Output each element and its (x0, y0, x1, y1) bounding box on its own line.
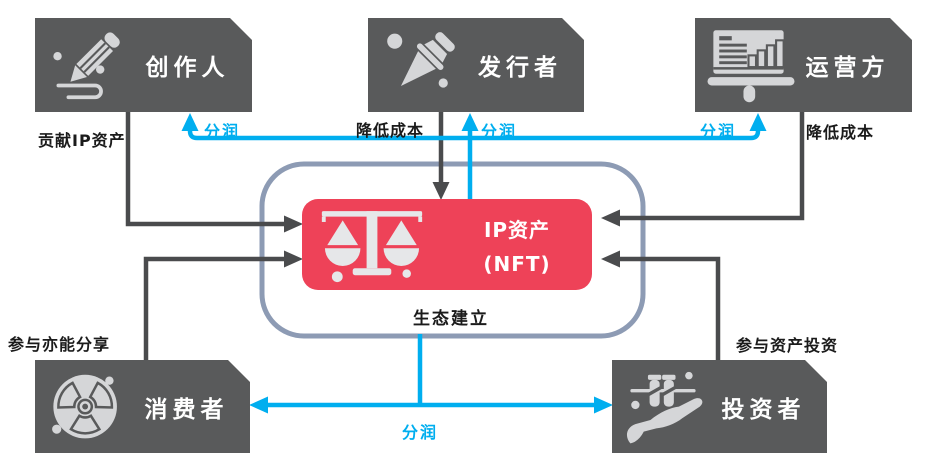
consumer-label: 消费者 (144, 396, 229, 423)
consumer-to-nft-arrowhead (284, 250, 303, 268)
investor-to-nft-line (618, 256, 721, 360)
investor-box: 投资者 (612, 360, 827, 453)
reduce-cost-operator-label: 降低成本 (806, 123, 875, 142)
ecosystem-border (259, 161, 646, 339)
operator-to-nft-line (618, 112, 805, 221)
creator-label: 创作人 (145, 55, 230, 81)
operator-box: 运营方 (695, 18, 912, 112)
creator-to-nft-arrowhead (284, 215, 303, 233)
profit-trunk-line (187, 128, 761, 141)
nft-title-line1: IP资产 (483, 217, 551, 242)
participate-share-label: 参与亦能分享 (8, 335, 111, 354)
dark-flow-lines (125, 112, 805, 360)
hand-holding-assets-icon (622, 367, 714, 447)
consumer-to-nft-line (143, 256, 286, 360)
reduce-cost-issuer-label: 降低成本 (356, 121, 425, 140)
ecosystem-caption: 生态建立 (413, 309, 489, 329)
investor-label: 投资者 (721, 396, 806, 423)
nft-asset-box: IP资产 (NFT) (302, 199, 592, 290)
share-creator-label: 分润 (204, 122, 241, 141)
share-bottom-label: 分润 (402, 423, 439, 442)
profit-creator-arrowhead (181, 113, 199, 131)
profit-bottom-line (266, 334, 594, 408)
contribute-ip-label: 贡献IP资产 (38, 131, 126, 150)
creator-box: 创作人 (35, 18, 252, 112)
profit-issuer-arrowhead (461, 113, 479, 131)
share-issuer-label: 分润 (481, 122, 518, 141)
nft-title: IP资产 (NFT) (442, 199, 592, 290)
issuer-to-nft-arrowhead (432, 182, 450, 200)
creator-to-nft-line (125, 112, 286, 227)
issuer-box: 发行者 (368, 18, 584, 112)
profit-operator-arrowhead (749, 113, 767, 131)
issuer-label: 发行者 (478, 55, 562, 81)
pushpin-icon (378, 25, 470, 105)
operator-to-nft-arrowhead (601, 209, 620, 227)
investor-to-nft-arrowhead (601, 250, 620, 268)
pencil-icon (45, 25, 137, 105)
consumer-box: 消费者 (35, 360, 250, 453)
share-operator-label: 分润 (700, 122, 737, 141)
balance-scales-icon (321, 211, 423, 283)
presentation-chart-icon (705, 25, 797, 105)
profit-investor-arrowhead (594, 396, 613, 414)
operator-label: 运营方 (805, 55, 890, 81)
participate-invest-label: 参与资产投资 (736, 336, 839, 355)
fan-wheel-icon (45, 367, 137, 447)
profit-consumer-arrowhead (249, 396, 268, 414)
nft-title-line2: (NFT) (483, 251, 551, 276)
blue-flow-lines (181, 113, 767, 414)
